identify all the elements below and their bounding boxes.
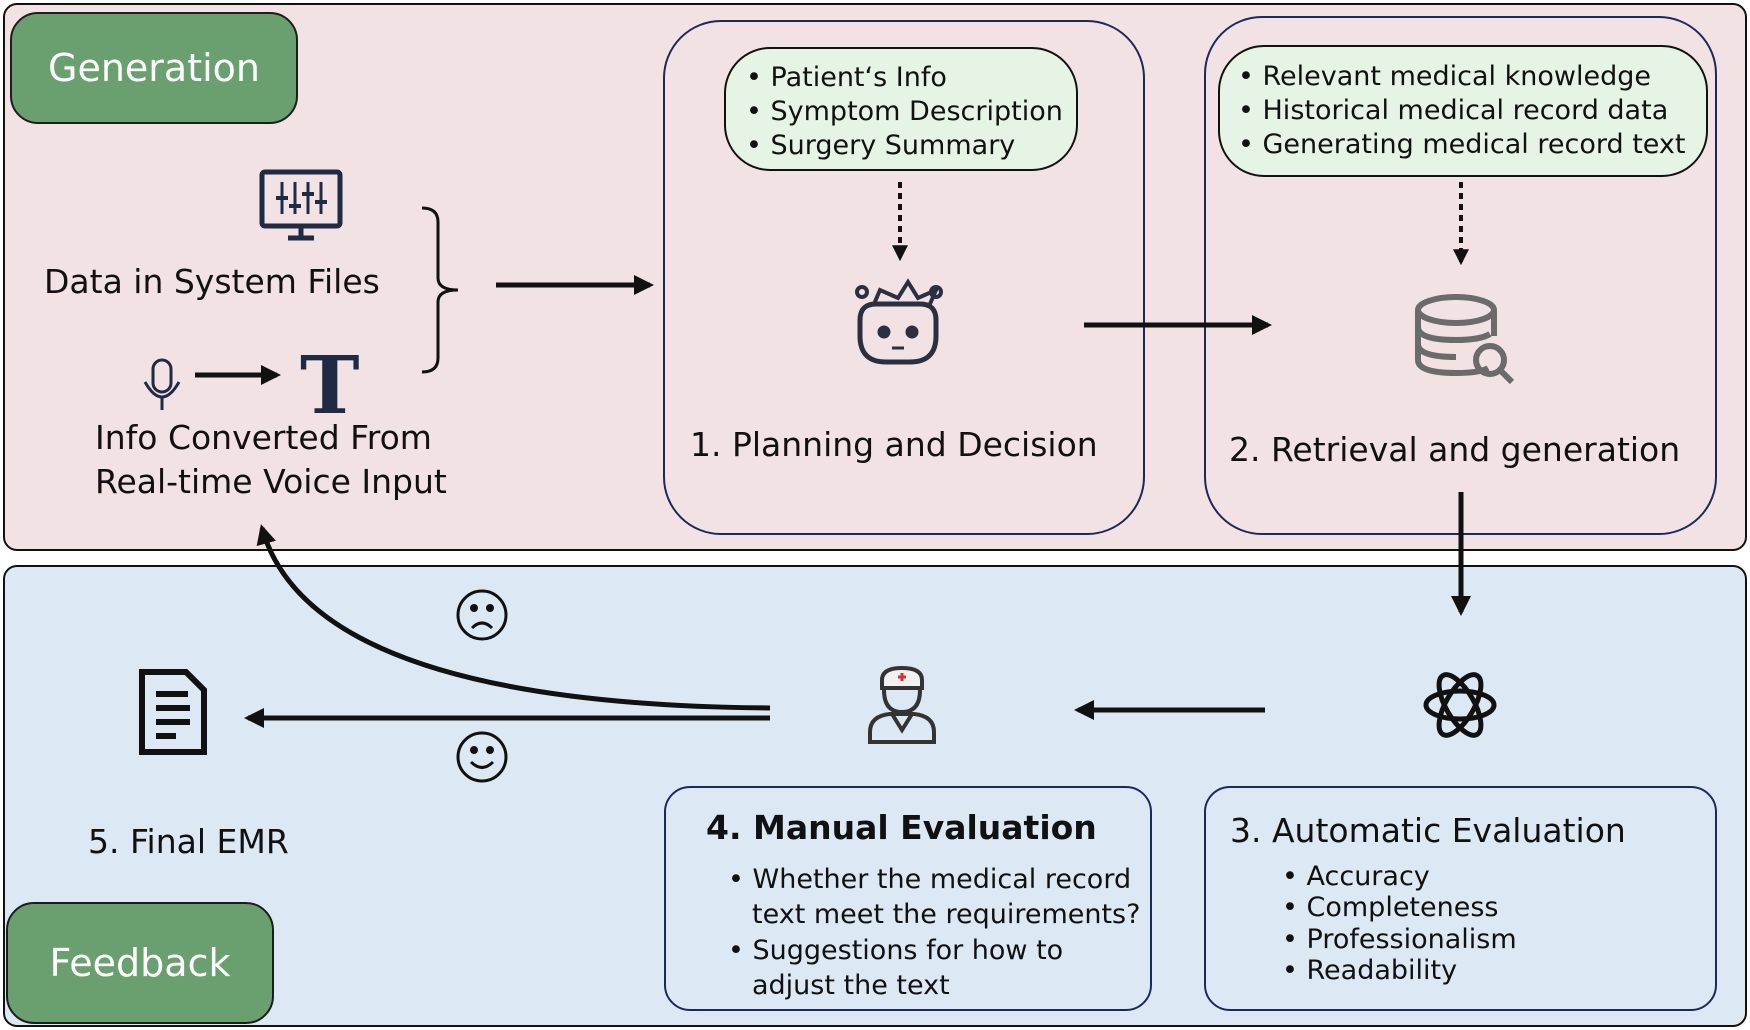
voice-label-line1: Info Converted From <box>95 418 432 457</box>
manual-criterion: • Whether the medical record <box>728 864 1132 895</box>
flow-arrows <box>195 182 1471 728</box>
auto-criterion: • Readability <box>1282 955 1458 986</box>
planning-input-item: • Surgery Summary <box>746 130 1016 161</box>
sad-face-icon <box>456 589 508 641</box>
retrieval-input-item: • Historical medical record data <box>1238 95 1669 126</box>
retrieval-input-item: • Generating medical record text <box>1238 129 1686 160</box>
planning-title: 1. Planning and Decision <box>690 425 1098 464</box>
manual-criterion-cont: text meet the requirements? <box>752 899 1141 930</box>
monitor-icon <box>259 169 343 241</box>
auto-criterion: • Completeness <box>1282 892 1499 923</box>
feedback-loop-arrow <box>256 524 771 711</box>
planning-input-item: • Patient‘s Info <box>746 62 947 93</box>
manual-criterion-cont: adjust the text <box>752 970 950 1001</box>
planning-input-item: • Symptom Description <box>746 96 1063 127</box>
planning-stage <box>663 20 1145 535</box>
doctor-icon <box>868 665 936 744</box>
automatic-evaluation-box <box>1204 786 1717 1011</box>
openai-icon <box>1423 672 1497 738</box>
microphone-icon <box>143 358 181 410</box>
retrieval-input-item: • Relevant medical knowledge <box>1238 61 1651 92</box>
database-search-icon <box>1415 294 1515 385</box>
final-emr-label: 5. Final EMR <box>88 822 289 861</box>
voice-label-line2: Real-time Voice Input <box>95 462 447 501</box>
automatic-evaluation-title: 3. Automatic Evaluation <box>1230 811 1626 850</box>
text-T-icon: T <box>300 338 360 432</box>
robot-icon <box>855 278 943 365</box>
manual-evaluation-box <box>664 786 1152 1011</box>
input-brace <box>421 206 459 374</box>
retrieval-title: 2. Retrieval and generation <box>1229 430 1681 469</box>
manual-evaluation-title: 4. Manual Evaluation <box>706 808 1097 847</box>
retrieval-inputs-bubble: • Relevant medical knowledge • Historica… <box>1218 45 1708 177</box>
feedback-panel <box>3 565 1747 1027</box>
document-icon <box>139 669 207 755</box>
manual-criterion: • Suggestions for how to <box>728 935 1064 966</box>
auto-criterion: • Professionalism <box>1282 924 1517 955</box>
generation-tag: Generation <box>10 12 298 124</box>
system-files-label: Data in System Files <box>44 262 380 301</box>
feedback-tag: Feedback <box>6 902 274 1024</box>
planning-inputs-bubble: • Patient‘s Info • Symptom Description •… <box>724 47 1078 171</box>
auto-criterion: • Accuracy <box>1282 861 1430 892</box>
happy-face-icon <box>456 731 508 783</box>
